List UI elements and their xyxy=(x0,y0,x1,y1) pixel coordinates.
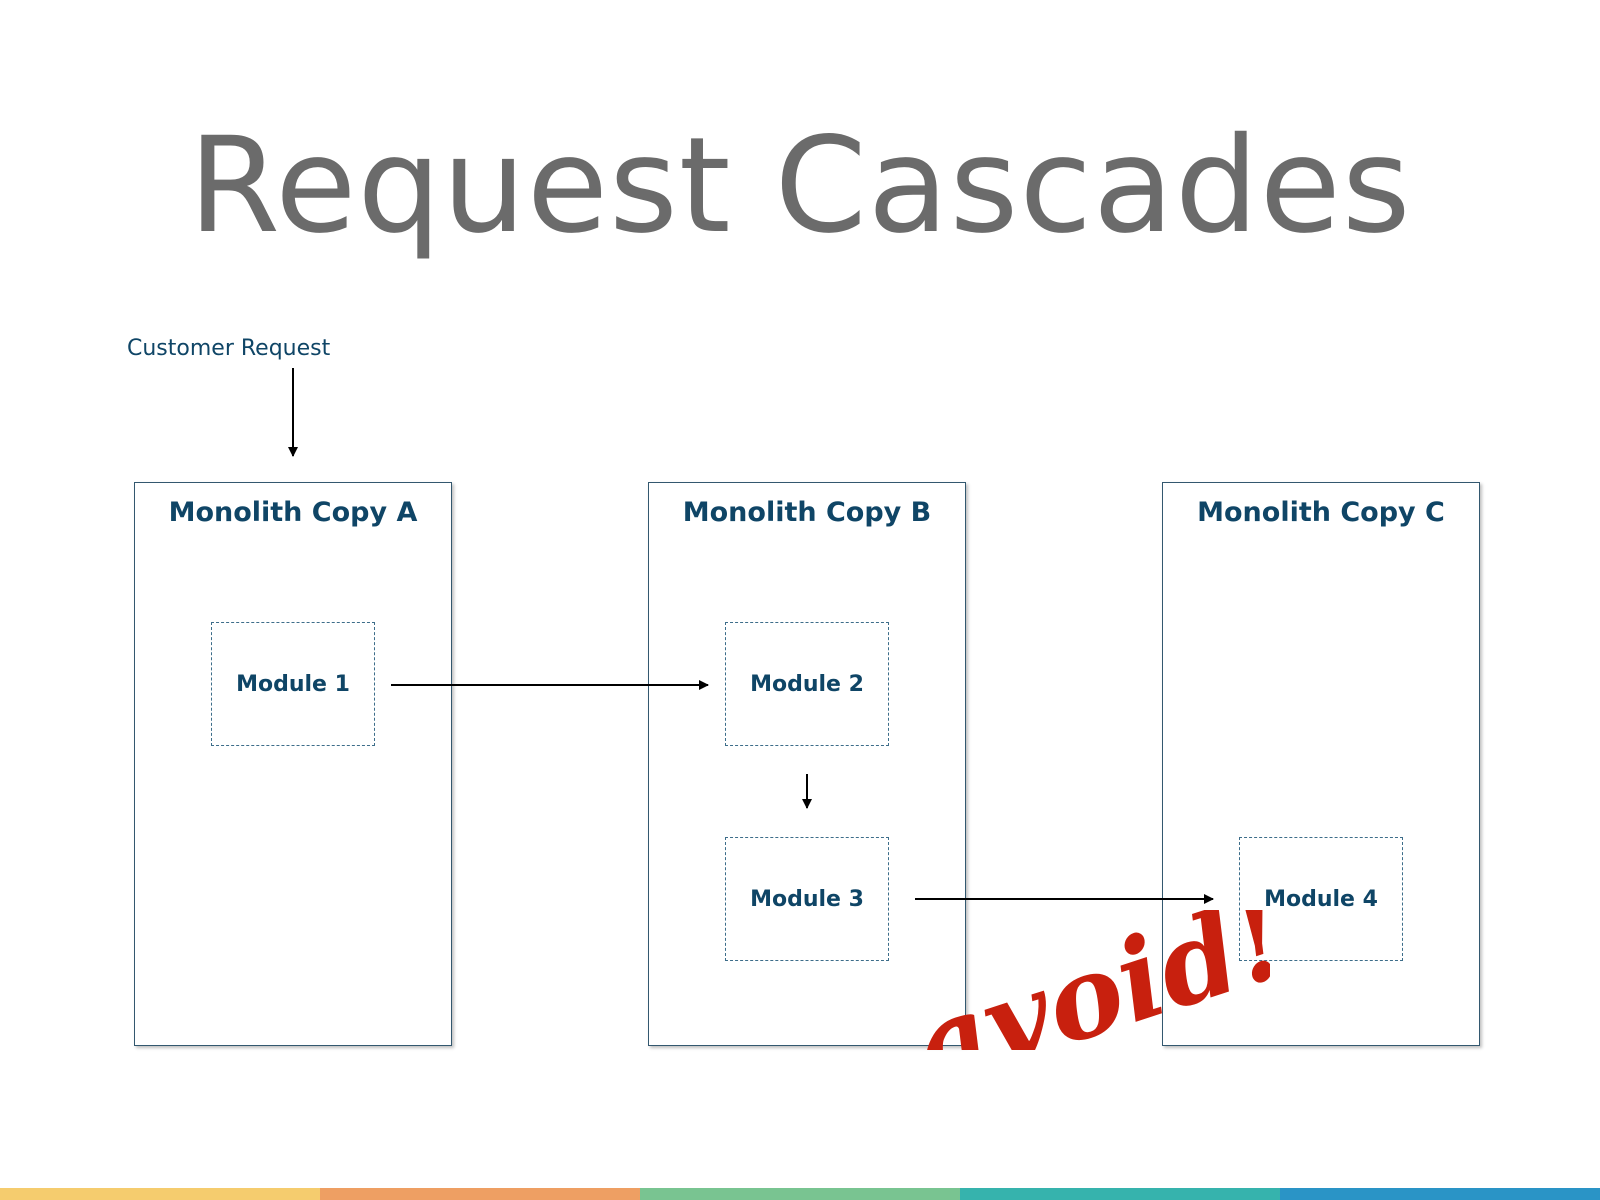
customer-request-label: Customer Request xyxy=(127,336,331,361)
module-1-label: Module 1 xyxy=(236,671,350,697)
avoid-text: avoid! xyxy=(898,910,1270,1050)
monolith-copy-c-title: Monolith Copy C xyxy=(1197,497,1445,528)
module-2: Module 2 xyxy=(725,622,889,746)
stripe-segment-blue xyxy=(1280,1188,1600,1200)
stripe-segment-teal xyxy=(960,1188,1280,1200)
bottom-color-stripe xyxy=(0,1188,1600,1200)
stripe-segment-green xyxy=(640,1188,960,1200)
monolith-copy-a: Monolith Copy A xyxy=(134,482,452,1046)
monolith-copy-a-title: Monolith Copy A xyxy=(168,497,418,528)
module-4-label: Module 4 xyxy=(1264,886,1378,912)
monolith-copy-b-title: Monolith Copy B xyxy=(682,497,932,528)
monolith-copy-b: Monolith Copy B xyxy=(648,482,966,1046)
module-3: Module 3 xyxy=(725,837,889,961)
module-4: Module 4 xyxy=(1239,837,1403,961)
module-1: Module 1 xyxy=(211,622,375,746)
stripe-segment-orange xyxy=(320,1188,640,1200)
stripe-segment-yellow xyxy=(0,1188,320,1200)
module-3-label: Module 3 xyxy=(750,886,864,912)
slide-title: Request Cascades xyxy=(188,109,1412,263)
avoid-annotation: avoid! xyxy=(898,910,1270,1050)
module-2-label: Module 2 xyxy=(750,671,864,697)
monolith-copy-c: Monolith Copy C xyxy=(1162,482,1480,1046)
